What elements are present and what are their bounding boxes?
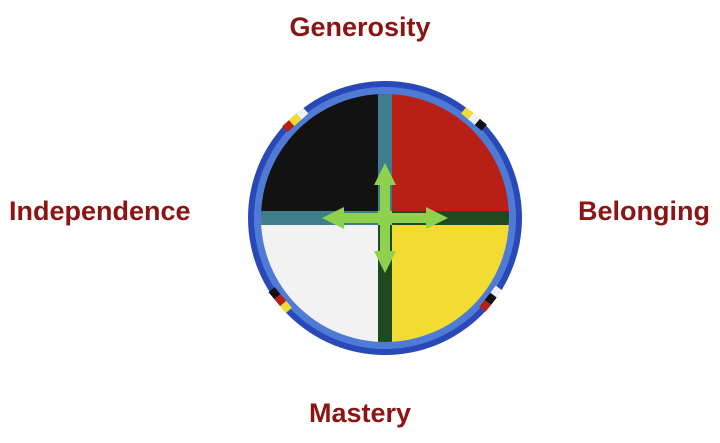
label-belonging: Belonging xyxy=(578,196,710,226)
label-generosity: Generosity xyxy=(289,12,431,42)
ring-accents xyxy=(268,107,503,313)
label-mastery: Mastery xyxy=(308,398,412,428)
four-direction-arrows-icon xyxy=(322,163,448,273)
label-independence: Independence xyxy=(9,196,191,226)
